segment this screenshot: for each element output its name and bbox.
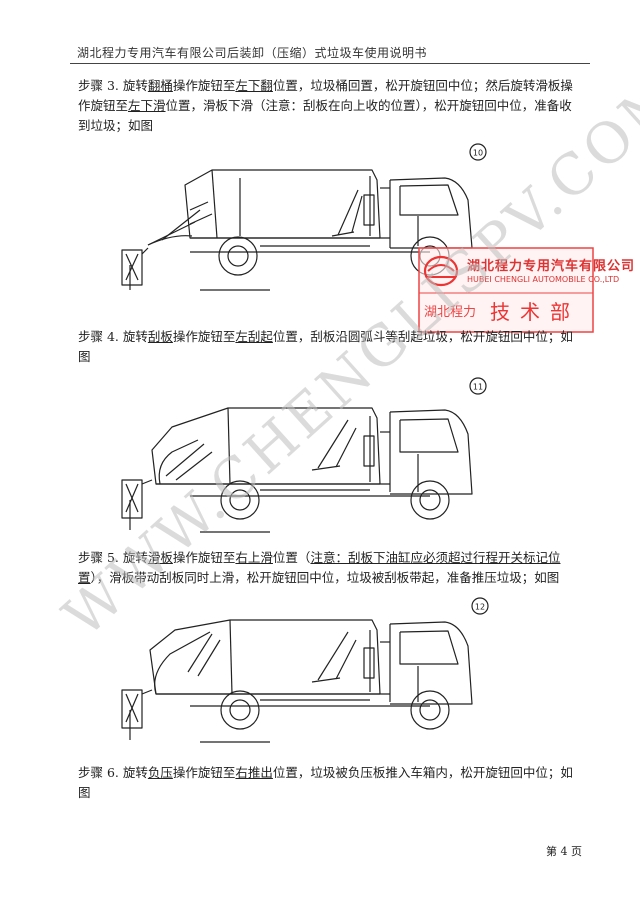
figure-number: 10 [473, 149, 483, 158]
step-text-segment: 操作旋钮至 [172, 550, 236, 565]
stamp-company-cn: 湖北程力专用汽车有限公司 [467, 259, 636, 274]
step-text-segment: ），滑板带动刮板同时上滑，松开旋钮回中位，垃圾被刮板带起，准备推压垃圾；如图 [90, 570, 560, 585]
step-text-segment: 位置，滑板下滑（注意：刮板在向上收的位置），松开旋钮回中位，准备收到垃圾；如图 [78, 98, 572, 133]
underlined-term: 翻桶 [147, 78, 173, 93]
truck-drawing: 11 [121, 377, 487, 533]
stamp-dept: 技术部 [490, 300, 580, 324]
stamp-frame [418, 247, 594, 333]
step-6-text: 步骤 6. 旋转负压操作旋钮至右推出位置，垃圾被负压板推入车箱内，松开旋钮回中位… [78, 763, 583, 803]
step-text-segment: 位置，垃圾被负压板推入车箱内，松开旋钮回中位；如图 [78, 765, 573, 800]
step-text-segment: 位置（ [272, 550, 311, 565]
step-text-segment: 位置，垃圾桶回置，松开旋钮回中位；然后旋转滑板操作旋钮至 [78, 78, 573, 113]
figure-10: 10 [100, 140, 500, 305]
underlined-term: 右推出 [235, 765, 273, 780]
step-5-text: 步骤 5. 旋转滑板操作旋钮至右上滑位置（注意：刮板下油缸应必须超过行程开关标记… [78, 548, 583, 588]
underlined-term: 滑板 [147, 550, 173, 565]
company-stamp: 湖北程力专用汽车有限公司 HUBEI CHENGLI AUTOMOBILE CO… [418, 247, 634, 333]
step-text-segment: 操作旋钮至 [172, 78, 236, 93]
step-text-segment: 步骤 4. 旋转 [78, 329, 148, 344]
step-text-segment: 操作旋钮至 [172, 765, 236, 780]
underlined-term: 负压 [147, 765, 173, 780]
underlined-term: 左下翻 [235, 78, 273, 93]
step-text-segment: 位置，刮板沿圆弧斗等刮起垃圾，松开旋钮回中位；如图 [78, 329, 573, 364]
underlined-term: 刮板 [147, 329, 173, 344]
underlined-term: 左刮起 [235, 329, 273, 344]
step-3-text: 步骤 3. 旋转翻桶操作旋钮至左下翻位置，垃圾桶回置，松开旋钮回中位；然后旋转滑… [78, 76, 583, 136]
underlined-term: 右上滑 [235, 550, 273, 565]
step-4-text: 步骤 4. 旋转刮板操作旋钮至左刮起位置，刮板沿圆弧斗等刮起垃圾，松开旋钮回中位… [78, 327, 583, 367]
page-number: 第 4 页 [546, 845, 582, 858]
truck-drawing: 10 [121, 143, 487, 291]
stamp-company-en: HUBEI CHENGLI AUTOMOBILE CO.,LTD [467, 275, 620, 284]
figure-number: 12 [475, 603, 485, 612]
step-text-segment: 步骤 3. 旋转 [78, 78, 148, 93]
stamp-brand: 湖北程力 [424, 305, 477, 320]
underlined-term: 注意：刮板下油缸应必须超过行程开关标记位置 [78, 550, 561, 585]
figure-11: 11 [100, 372, 500, 542]
step-text-segment: 步骤 5. 旋转 [78, 550, 148, 565]
truck-drawing: 12 [121, 597, 489, 743]
underlined-term: 左下滑 [128, 98, 166, 113]
header-divider [70, 63, 590, 64]
figure-number: 11 [473, 383, 483, 392]
step-text-segment: 步骤 6. 旋转 [78, 765, 148, 780]
document-header: 湖北程力专用汽车有限公司后装卸（压缩）式垃圾车使用说明书 [77, 46, 428, 60]
step-text-segment: 操作旋钮至 [172, 329, 236, 344]
figure-12: 12 [100, 592, 500, 762]
